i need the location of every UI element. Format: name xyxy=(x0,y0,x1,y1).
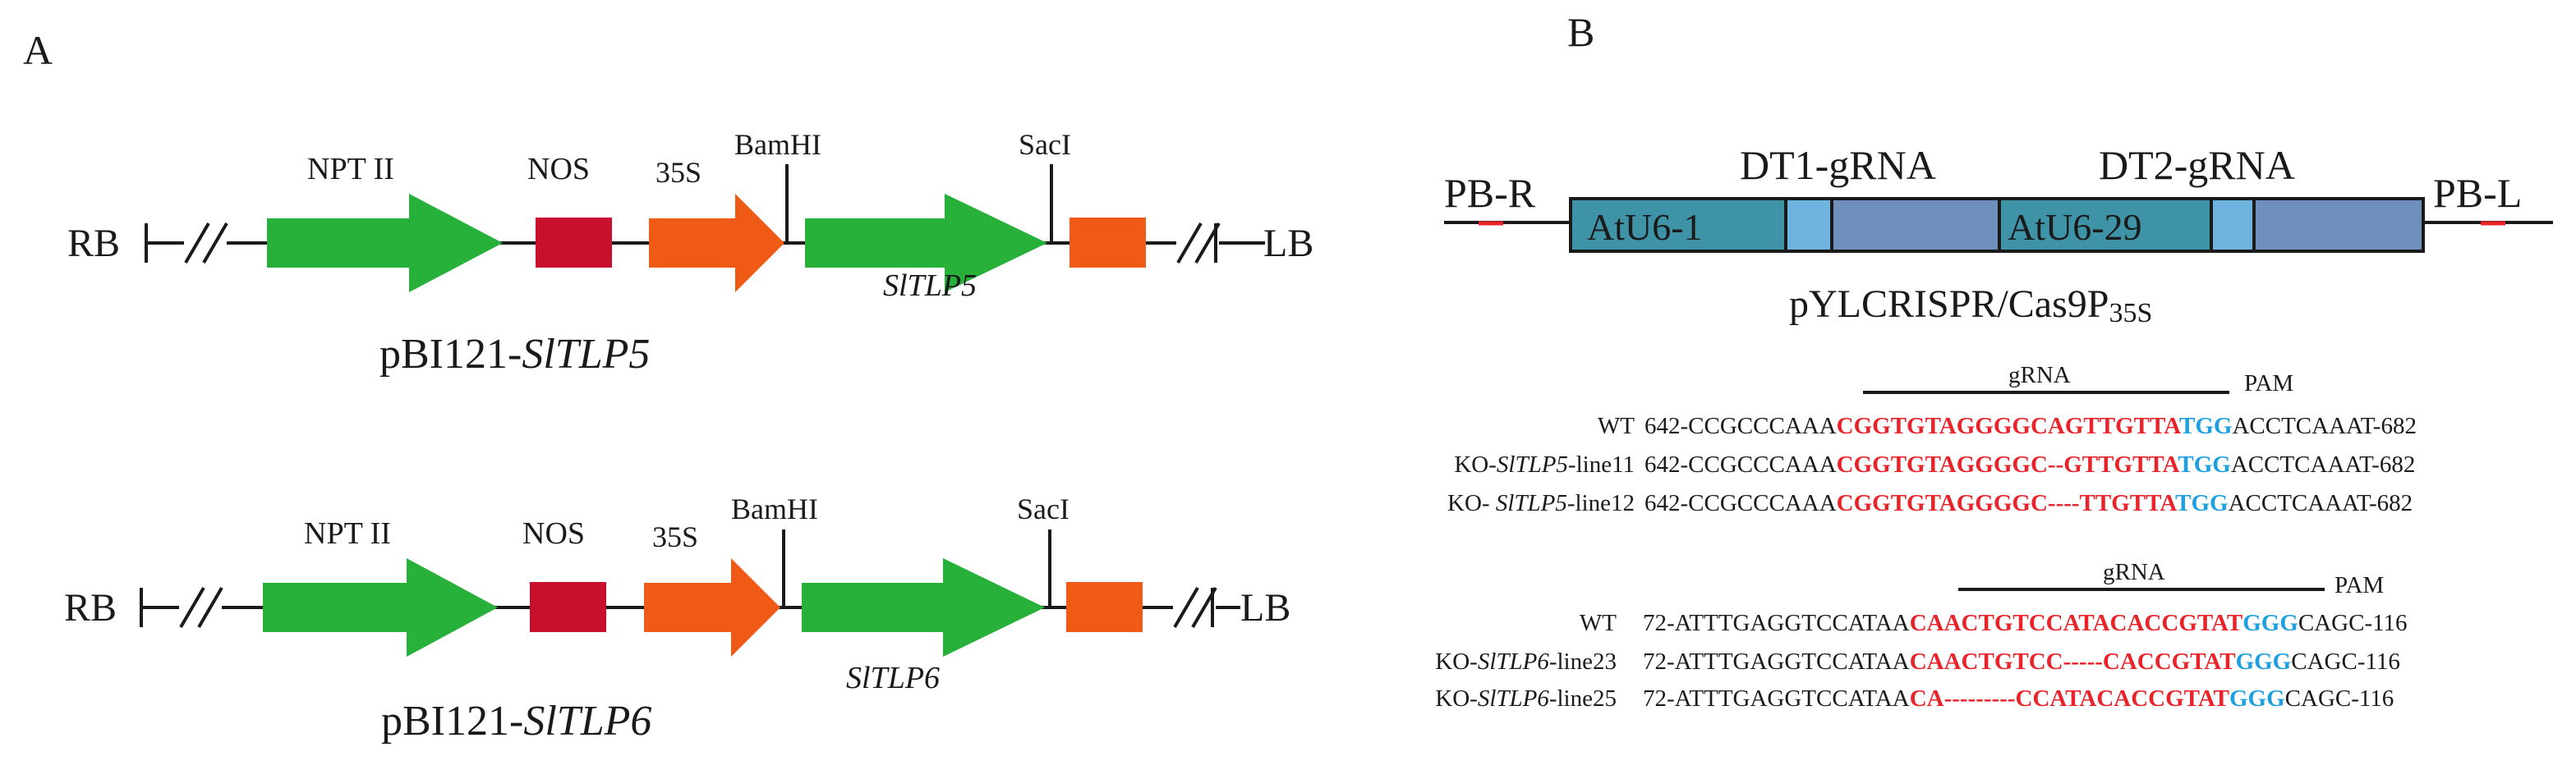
dt1-grna-box xyxy=(1830,197,2001,253)
lb-label: LB xyxy=(1240,586,1290,630)
backbone-break-right xyxy=(1176,222,1221,264)
alignment-sltlp5: gRNA PAM WT 642-CCGCCCAAACGGTGTAGGGGCAGT… xyxy=(1447,362,2417,516)
construct-name: pBI121-SlTLP6 xyxy=(381,698,651,745)
seq-row-label: WT xyxy=(1580,610,1617,636)
rb-label: RB xyxy=(67,222,120,265)
backbone-break-right xyxy=(1173,586,1217,629)
dt2-grna-label: DT2-gRNA xyxy=(2099,142,2295,188)
nos-label: NOS xyxy=(527,152,590,186)
atu6-29-promoter-box xyxy=(1998,197,2213,253)
seq-row: 72-ATTTGAGGTCCATAACAACTGTCCATACACCGTATGG… xyxy=(1643,610,2408,636)
grna-label: gRNA xyxy=(2103,559,2165,585)
nos-label: NOS xyxy=(522,516,585,551)
crispr-cassette: PB-R PB-L AtU6-1 AtU6-29 DT1-gRNA DT2-gR… xyxy=(1444,142,2553,328)
dt2-scaffold-box xyxy=(2210,197,2256,253)
alignment-sltlp6: gRNA PAM WT 72-ATTTGAGGTCCATAACAACTGTCCA… xyxy=(1435,559,2407,712)
seq-row: 72-ATTTGAGGTCCATAACA---------CCATACACCGT… xyxy=(1643,685,2394,712)
seq-row-label: WT xyxy=(1598,413,1635,439)
gene-sltlp5-label: SlTLP5 xyxy=(883,268,977,303)
dt1-grna-label: DT1-gRNA xyxy=(1740,142,1936,188)
promoter-35s-arrow xyxy=(644,558,780,657)
backbone-break-left xyxy=(179,586,223,629)
saci-label: SacI xyxy=(1017,493,1070,525)
terminator-box xyxy=(1066,582,1143,632)
panel-a-label: A xyxy=(23,27,53,73)
pam-label: PAM xyxy=(2334,572,2384,598)
seq-row: 642-CCGCCCAAACGGTGTAGGGGC----TTGTTATGGAC… xyxy=(1644,490,2413,516)
lb-label: LB xyxy=(1263,222,1313,265)
rb-label: RB xyxy=(64,586,117,630)
npt-ii-arrow xyxy=(267,194,503,292)
backbone-break-left xyxy=(184,222,228,264)
promoter-35s-label: 35S xyxy=(652,520,698,553)
construct-name: pBI121-SlTLP5 xyxy=(380,331,650,378)
promoter-35s-arrow xyxy=(649,194,784,292)
seq-row-label: KO-SlTLP6-line23 xyxy=(1435,649,1617,675)
seq-row-label: KO- SlTLP5-line12 xyxy=(1447,490,1635,516)
pb-r-label: PB-R xyxy=(1444,170,1536,216)
terminator-box xyxy=(1070,218,1146,268)
dt2-grna-box xyxy=(2252,197,2425,253)
pam-label: PAM xyxy=(2244,370,2293,396)
npt-ii-label: NPT II xyxy=(304,516,391,551)
gene-sltlp5-arrow xyxy=(805,194,1047,292)
gene-sltlp6-label: SlTLP6 xyxy=(846,661,940,695)
panel-b-label: B xyxy=(1567,9,1594,55)
nos-terminator-box xyxy=(536,218,612,268)
construct-sltlp6: RB NPT II NOS 35S BamHI SlTLP6 SacI LB p… xyxy=(64,493,1290,745)
saci-label: SacI xyxy=(1019,128,1071,161)
bamhi-label: BamHI xyxy=(731,493,818,525)
grna-label: gRNA xyxy=(2008,362,2071,388)
seq-row-label: KO-SlTLP5-line11 xyxy=(1454,451,1635,478)
nos-terminator-box xyxy=(530,582,606,632)
dt1-scaffold-box xyxy=(1784,197,1833,253)
npt-ii-arrow xyxy=(263,558,498,657)
atu6-1-label: AtU6-1 xyxy=(1587,206,1703,248)
gene-sltlp6-arrow xyxy=(802,558,1045,657)
cassette-name: pYLCRISPR/Cas9P35S xyxy=(1789,282,2152,328)
seq-row-label: KO-SlTLP6-line25 xyxy=(1435,685,1617,712)
seq-row: 72-ATTTGAGGTCCATAACAACTGTCC-----CACCGTAT… xyxy=(1643,649,2400,675)
promoter-35s-label: 35S xyxy=(656,156,702,189)
pb-l-label: PB-L xyxy=(2433,170,2522,216)
npt-ii-label: NPT II xyxy=(307,152,394,186)
construct-sltlp5: RB NPT II NOS 35S BamHI SlTLP5 SacI LB p… xyxy=(67,128,1313,378)
atu6-29-label: AtU6-29 xyxy=(2008,206,2142,248)
seq-row: 642-CCGCCCAAACGGTGTAGGGGC--GTTGTTATGGACC… xyxy=(1644,451,2415,478)
seq-row: 642-CCGCCCAAACGGTGTAGGGGCAGTTGTTATGGACCT… xyxy=(1644,413,2417,439)
atu6-1-promoter-box xyxy=(1569,197,1787,253)
bamhi-label: BamHI xyxy=(734,128,821,161)
